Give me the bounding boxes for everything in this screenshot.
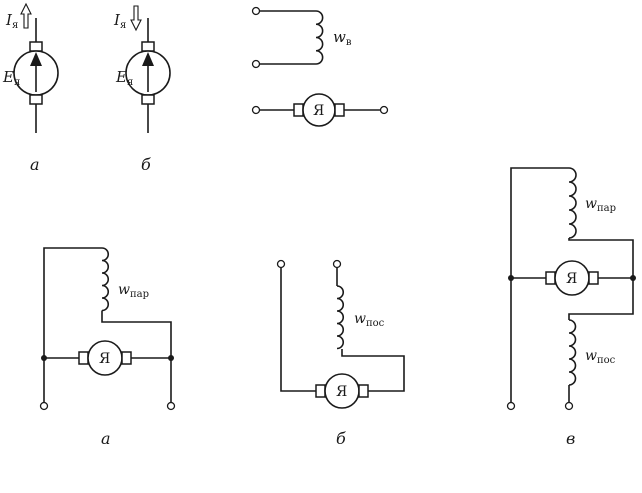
winding-label-parallel: wпар [585,196,616,214]
emf-arrowhead [30,52,42,66]
emf-arrowhead [142,52,154,66]
current-label: Iя [113,11,126,31]
parallel-coil [568,167,577,239]
terminal [564,401,574,411]
terminal [276,259,286,269]
brush-top [141,41,155,52]
brush-bottom [141,94,155,105]
brush-top [29,41,43,52]
terminal [251,59,261,69]
junction-dot [168,355,174,361]
junction-dot [630,275,636,281]
bottom-compound-motor: Я wпар wпос в [506,167,636,448]
top-armature-a: Iя Eя а [2,2,59,174]
brush-right [358,384,369,398]
junction-dot [41,355,47,361]
field-coil [315,10,324,65]
terminal [506,401,516,411]
shunt-coil [101,247,110,312]
series-coil [568,319,577,386]
bottom-series-motor: Я wпос б [276,259,405,448]
terminal [166,401,176,411]
terminal [39,401,49,411]
bottom-shunt-motor: Я wпар а [39,247,176,448]
brush-right [121,351,132,365]
emf-label: Eя [115,68,133,88]
top-armature-horizontal: Я [251,93,389,127]
top-armature-b: Iя Eя б [113,5,171,174]
motor-letter: Я [99,351,110,367]
brush-left [315,384,326,398]
motor-letter: Я [566,271,577,287]
caption-top-b: б [141,155,151,174]
brush-bottom [29,94,43,105]
current-arrow-down-icon [130,5,142,32]
caption-top-a: а [30,155,40,174]
series-coil [336,285,345,350]
terminal [251,6,261,16]
top-field-winding: wв [251,6,352,69]
terminal [251,105,261,115]
caption-bottom-a: а [101,429,111,448]
winding-label-series: wпос [585,348,616,366]
current-arrow-up-icon [20,2,32,29]
current-label: Iя [5,11,18,31]
junction-dot [508,275,514,281]
winding-label-field: wв [333,28,352,48]
brush-left [78,351,89,365]
winding-label-series: wпос [354,311,385,329]
brush-right [588,271,599,285]
motor-letter: Я [336,384,347,400]
emf-label: Eя [2,68,20,88]
brush-right [334,103,345,117]
winding-label-parallel: wпар [118,282,149,300]
caption-bottom-c: в [566,429,575,448]
brush-left [545,271,556,285]
brush-left [293,103,304,117]
terminal [332,259,342,269]
caption-bottom-b: б [336,429,346,448]
terminal [379,105,389,115]
motor-letter: Я [313,103,324,119]
